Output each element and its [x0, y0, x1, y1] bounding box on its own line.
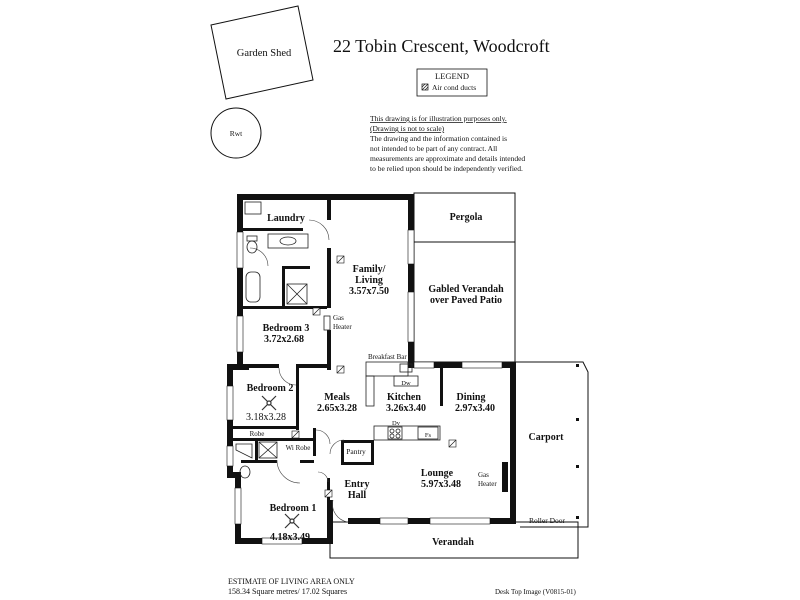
disclaimer-line4: not intended to be part of any contract.…	[370, 144, 497, 153]
air-duct-icon	[336, 255, 345, 264]
bedroom3-gas-heater	[323, 315, 331, 331]
paved-patio-label: over Paved Patio	[430, 295, 502, 306]
gabled-verandah-label: Gabled Verandah	[428, 284, 504, 295]
pantry-label: Pantry	[346, 447, 366, 456]
air-duct-icon	[291, 430, 300, 439]
laundry-trough	[244, 201, 262, 215]
lounge-gas-heater-label: Gas	[478, 471, 489, 479]
robe-label: Robe	[250, 430, 265, 438]
carport-outline	[515, 361, 589, 528]
toilet-icon	[246, 235, 258, 254]
cooktop-icon	[387, 426, 403, 440]
air-duct-icon	[312, 307, 321, 316]
lounge-dimensions: 5.97x3.48	[421, 479, 461, 490]
kitchen-label: Kitchen	[387, 392, 421, 403]
kitchen-dimensions: 3.26x3.40	[386, 403, 426, 414]
sink-icon	[399, 363, 413, 373]
bedroom3-label: Bedroom 3	[263, 323, 310, 334]
disclaimer-line5: measurements are approximate and details…	[370, 154, 525, 163]
air-duct-markers	[291, 255, 457, 498]
meals-label: Meals	[324, 392, 350, 403]
laundry-label: Laundry	[267, 213, 305, 224]
verandah-label: Verandah	[432, 537, 474, 548]
family-dimensions: 3.57x7.50	[349, 286, 389, 297]
meals-dimensions: 2.65x3.28	[317, 403, 357, 414]
kitchen-bench	[373, 425, 441, 441]
air-duct-icon	[324, 489, 333, 498]
windows	[226, 229, 503, 545]
bedroom2-dimensions: 3.18x3.28	[246, 412, 286, 423]
image-credit: Desk Top Image (V0815-01)	[495, 588, 577, 596]
page-title: 22 Tobin Crescent, Woodcroft	[333, 36, 550, 56]
gas-heater-label: Gas	[333, 314, 344, 322]
bedroom1-dimensions: 4.18x3.49	[270, 532, 310, 543]
disclaimer-line6: to be relied upon should be independentl…	[370, 164, 523, 173]
air-duct-icon	[336, 365, 345, 374]
outdoor-structures	[329, 192, 589, 559]
dv-label: Dv	[392, 420, 401, 427]
roller-door-label: Roller Door	[529, 516, 566, 525]
lounge-label: Lounge	[421, 468, 454, 479]
rainwater-tank: Rwt	[210, 107, 262, 159]
entry-label: Entry	[345, 479, 370, 490]
shower-icon	[286, 283, 308, 305]
interior-walls	[233, 200, 443, 508]
legend-heading: LEGEND	[435, 71, 469, 81]
carport-label: Carport	[529, 432, 565, 443]
breakfast-bar-counter	[365, 361, 409, 377]
disclaimer-line3: The drawing and the information containe…	[370, 134, 507, 143]
fixtures	[235, 201, 508, 492]
bedroom1-label: Bedroom 1	[270, 503, 317, 514]
footer: ESTIMATE OF LIVING AREA ONLY 158.34 Squa…	[228, 577, 577, 596]
breakfast-bar-label: Breakfast Bar	[368, 353, 407, 361]
air-duct-icon	[448, 439, 457, 448]
dining-dimensions: 2.97x3.40	[455, 403, 495, 414]
vanity	[267, 233, 309, 249]
doors	[249, 219, 349, 523]
dining-label: Dining	[457, 392, 486, 403]
legend: LEGEND Air cond ducts	[416, 68, 488, 97]
ensuite-vanity	[235, 443, 253, 459]
ensuite-toilet-icon	[239, 465, 251, 479]
ceiling-fan-icon	[261, 395, 277, 411]
gas-heater-label: Heater	[333, 323, 352, 331]
hall-label: Hall	[348, 490, 367, 501]
lounge-gas-heater-label: Heater	[478, 480, 497, 488]
ensuite-shower-icon	[258, 441, 278, 459]
garden-shed: Garden Shed	[210, 5, 314, 100]
lounge-gas-heater	[502, 462, 508, 492]
bath-icon	[245, 271, 261, 303]
rwt-label: Rwt	[230, 129, 243, 138]
fs-label: Fs	[425, 432, 432, 439]
fridge-space	[417, 426, 439, 440]
legend-item: Air cond ducts	[432, 83, 476, 92]
room-labels: Laundry Family/ Living 3.57x7.50 Pergola…	[246, 212, 566, 548]
dishwasher	[393, 375, 419, 387]
wi-robe-label: Wi Robe	[286, 444, 311, 452]
bedroom3-dimensions: 3.72x2.68	[264, 334, 304, 345]
exterior-walls	[227, 194, 516, 544]
living-label: Living	[355, 275, 383, 286]
pergola-label: Pergola	[450, 212, 483, 223]
disclaimer-line1: This drawing is for illustration purpose…	[370, 114, 507, 123]
ceiling-fan-icon	[284, 513, 300, 529]
dishwasher-label: Dw	[401, 380, 411, 387]
disclaimer-line2: (Drawing is not to scale)	[370, 124, 445, 133]
disclaimer: This drawing is for illustration purpose…	[370, 114, 525, 173]
area-value: 158.34 Square metres/ 17.02 Squares	[228, 587, 347, 596]
garden-shed-label: Garden Shed	[237, 48, 292, 59]
estimate-label: ESTIMATE OF LIVING AREA ONLY	[228, 577, 355, 586]
bedroom2-label: Bedroom 2	[247, 383, 294, 394]
air-duct-icon	[421, 83, 429, 91]
family-label: Family/	[353, 264, 386, 275]
